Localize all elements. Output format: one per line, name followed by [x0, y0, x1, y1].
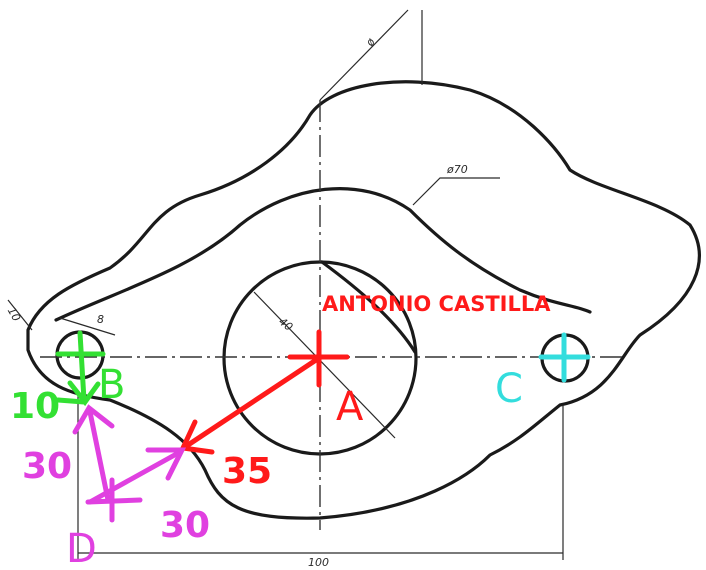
inner-contour — [54, 187, 592, 322]
phi70-leader — [412, 177, 500, 206]
top-angled-line — [319, 9, 409, 101]
author-label: ANTONIO CASTILLA — [322, 292, 551, 316]
dim-8-text: 8 — [97, 313, 104, 326]
magenta-30-horizontal-label: 30 — [160, 505, 210, 546]
top-rotated-text: ø — [363, 36, 378, 49]
outer-contour — [26, 80, 701, 520]
dim-line-10-small — [7, 299, 33, 331]
point-b-label: B — [98, 362, 125, 408]
point-d-label: D — [66, 526, 97, 570]
magenta-construction — [72, 404, 187, 523]
point-c-label: C — [495, 366, 523, 412]
green-cross-arrow — [55, 330, 106, 407]
point-a-cross — [287, 329, 350, 388]
red-35-label: 35 — [222, 451, 272, 492]
dim-phi70-text: ø70 — [446, 163, 468, 176]
dim-100-text: 100 — [308, 556, 329, 569]
inner-arc — [320, 260, 417, 354]
point-c-cross — [538, 332, 591, 383]
green-10-label: 10 — [10, 386, 60, 427]
dim-10-small-text: 10 — [5, 305, 23, 324]
red-arrow-35 — [179, 357, 319, 455]
dim-line-8 — [59, 317, 116, 336]
magenta-30-vertical-label: 30 — [22, 446, 72, 487]
dim-line-40 — [253, 291, 396, 439]
point-a-label: A — [336, 384, 364, 430]
